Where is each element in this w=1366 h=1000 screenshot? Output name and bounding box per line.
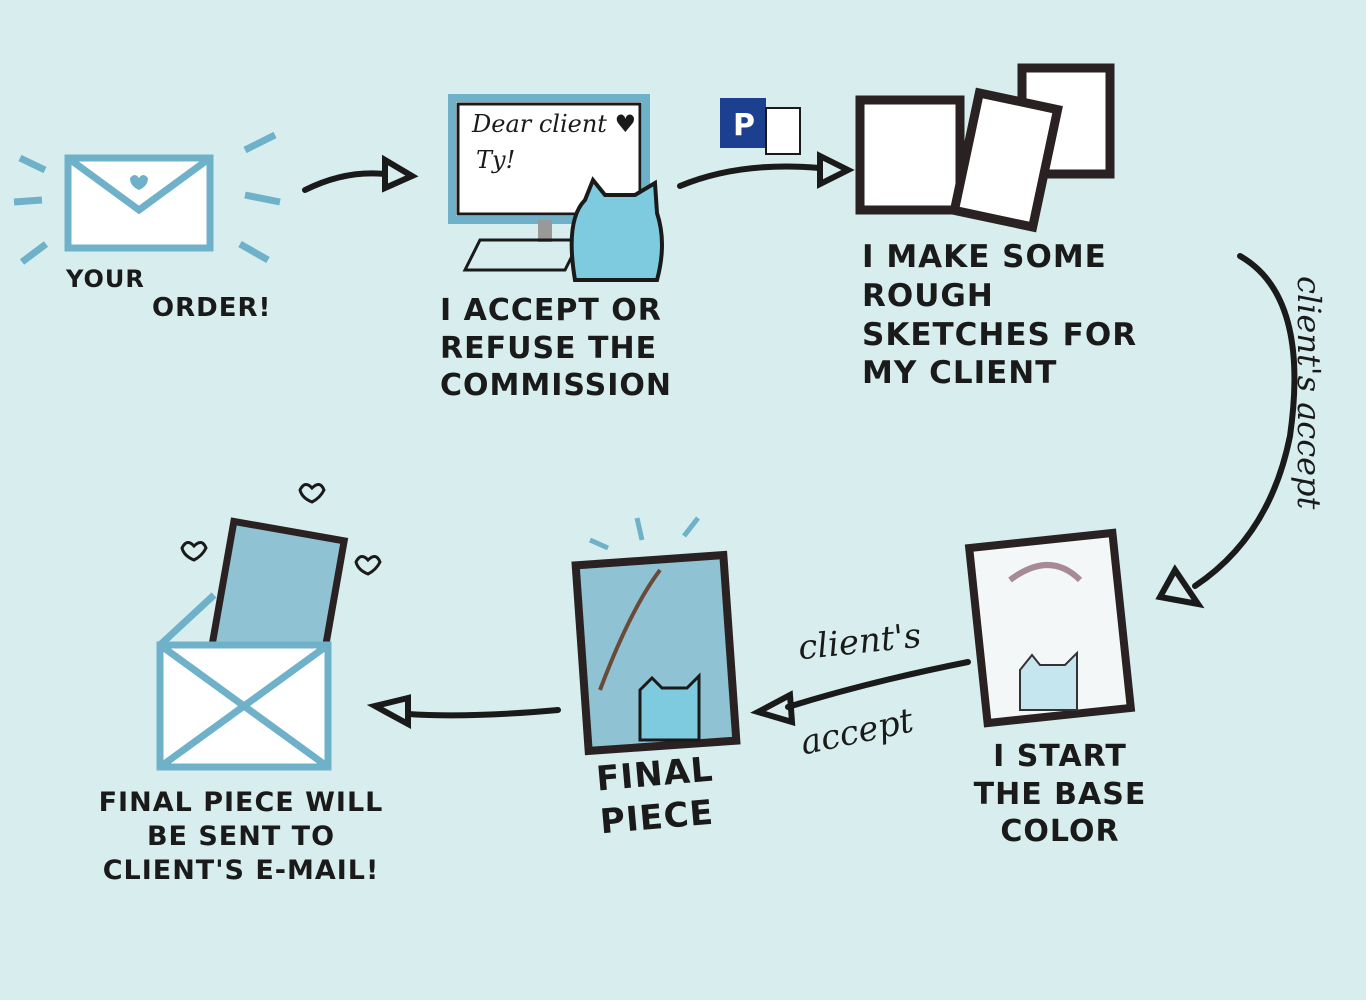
final-piece-step-label: FINAL PIECE <box>594 749 716 842</box>
computer-icon <box>448 94 664 282</box>
sketch-pages-icon <box>855 63 1115 233</box>
screen-text-line1: Dear client ♥ <box>472 110 637 138</box>
heart-icons <box>180 483 382 576</box>
final-piece-canvas <box>571 516 741 756</box>
screen-text-line2: Ty! <box>476 146 516 174</box>
accept-step-label: I ACCEPT OR REFUSE THE COMMISSION <box>440 293 673 403</box>
base-color-step-label: I START THE BASE COLOR <box>973 739 1147 849</box>
order-label-line2: ORDER! <box>152 293 272 323</box>
delivery-step-label: FINAL PIECE WILL BE SENT TO CLIENT'S E-M… <box>98 787 384 886</box>
envelope-icon <box>13 131 281 265</box>
arrow-5 <box>405 707 561 719</box>
transition-label-sketch-to-base: client's accept <box>1290 276 1328 510</box>
base-color-canvas <box>964 528 1136 728</box>
svg-text:P: P <box>733 108 755 143</box>
sketches-step-label: I MAKE SOME ROUGH SKETCHES FOR MY CLIENT <box>862 239 1138 392</box>
order-label-line1: YOUR <box>66 265 145 293</box>
delivery-envelope-icon <box>156 483 382 771</box>
paypal-icon: P <box>720 98 801 155</box>
arrow-3 <box>1192 253 1298 589</box>
arrow-1 <box>302 170 388 193</box>
arrow-4 <box>785 659 971 710</box>
cat-icon <box>569 176 664 282</box>
arrow-2 <box>677 163 823 189</box>
